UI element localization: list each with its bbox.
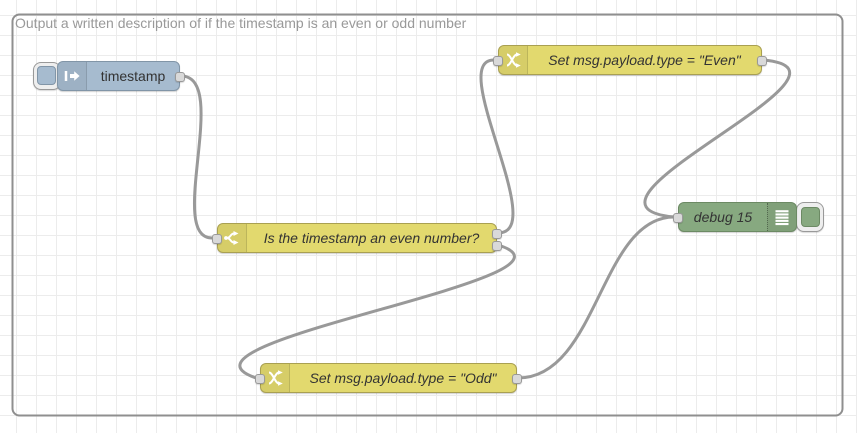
- change-even-input-port[interactable]: [493, 56, 503, 66]
- change-icon-box: [499, 46, 528, 74]
- debug-list-icon: [775, 210, 789, 226]
- switch-icon-box: [218, 224, 247, 252]
- change-icon-box: [261, 364, 290, 392]
- change-odd-input-port[interactable]: [255, 374, 265, 384]
- wire-switch-to-change-odd[interactable]: [238, 243, 516, 380]
- debug-toggle-button[interactable]: [801, 207, 820, 227]
- wire-change-even-to-debug[interactable]: [643, 58, 792, 219]
- node-switch-even-check[interactable]: Is the timestamp an even number?: [212, 223, 502, 253]
- wire-inject-to-switch[interactable]: [179, 74, 214, 240]
- node-label: Is the timestamp an even number?: [263, 230, 480, 246]
- debug-input-port[interactable]: [673, 213, 683, 223]
- switch-input-port[interactable]: [212, 234, 222, 244]
- node-debug-15[interactable]: debug 15: [673, 202, 797, 232]
- flow-comment: Output a written description of if the t…: [15, 15, 467, 31]
- change-even-output-port[interactable]: [757, 56, 767, 66]
- node-label: Set msg.payload.type = "Even": [548, 52, 741, 68]
- wire-switch-to-change-even[interactable]: [479, 58, 515, 235]
- change-odd-output-port[interactable]: [512, 374, 522, 384]
- shuffle-icon: [268, 370, 283, 386]
- node-inject-timestamp[interactable]: timestamp: [57, 61, 185, 91]
- node-change-odd[interactable]: Set msg.payload.type = "Odd": [255, 363, 522, 393]
- inject-output-port[interactable]: [175, 72, 185, 82]
- wire-change-odd-to-debug[interactable]: [516, 215, 676, 380]
- node-label: Set msg.payload.type = "Odd": [309, 370, 497, 386]
- switch-output-port-1[interactable]: [492, 229, 502, 239]
- shuffle-icon: [506, 52, 521, 68]
- switch-fork-icon: [224, 231, 239, 245]
- inject-button[interactable]: [37, 66, 56, 85]
- switch-output-port-2[interactable]: [492, 241, 502, 251]
- node-change-even[interactable]: Set msg.payload.type = "Even": [493, 45, 767, 75]
- inject-arrow-icon: [64, 71, 80, 81]
- node-label: timestamp: [100, 68, 166, 84]
- inject-icon-box: [58, 62, 87, 90]
- flow-border: [11, 13, 844, 417]
- node-label: debug 15: [693, 209, 753, 225]
- debug-icon-box: [767, 203, 796, 231]
